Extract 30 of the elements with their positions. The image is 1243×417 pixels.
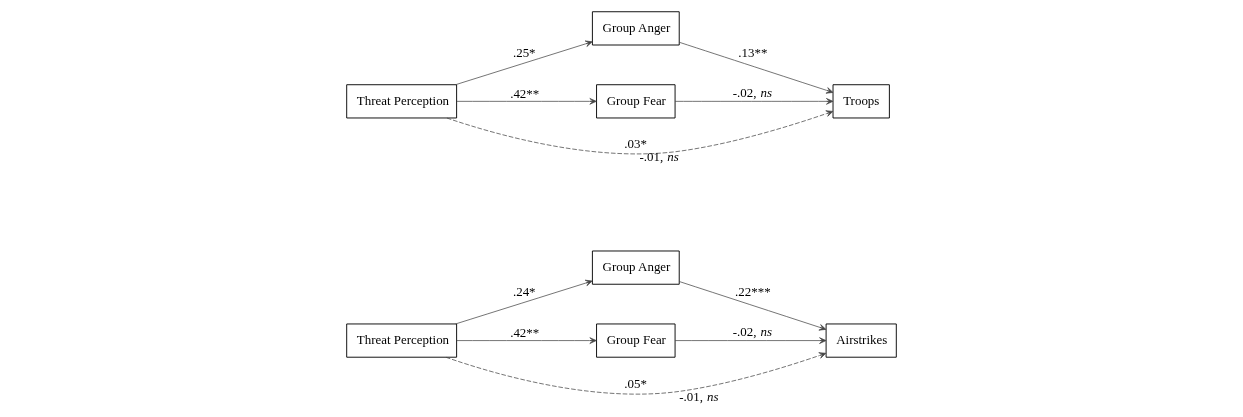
arrow bbox=[678, 281, 827, 331]
node-box: Group Fear bbox=[596, 323, 676, 358]
node-box: Group Fear bbox=[596, 84, 676, 119]
node-box: Threat Perception bbox=[346, 84, 458, 119]
arrow bbox=[456, 98, 597, 105]
arrow bbox=[445, 352, 827, 395]
arrow bbox=[456, 337, 597, 344]
edge-label: .42** bbox=[510, 85, 540, 101]
label: -.01, ns bbox=[679, 388, 719, 404]
arrow bbox=[455, 40, 593, 86]
edge-label: -.02, ns bbox=[732, 84, 773, 100]
label: -.01, ns bbox=[639, 148, 679, 164]
arrow bbox=[674, 98, 834, 105]
node-box: Troops bbox=[832, 84, 890, 119]
edge-label: .42** bbox=[510, 325, 540, 341]
node-box: Airstrikes bbox=[825, 323, 897, 358]
node-box: Group Anger bbox=[591, 11, 680, 46]
edge-label: -.02, ns bbox=[732, 324, 773, 340]
edge-label: .13** bbox=[738, 45, 768, 61]
node-box: Group Anger bbox=[591, 250, 680, 285]
edge-label: .22*** bbox=[735, 284, 771, 300]
node-box: Threat Perception bbox=[346, 323, 458, 358]
arrow bbox=[446, 110, 834, 155]
arrow bbox=[678, 41, 834, 94]
edge-label: .24* bbox=[512, 284, 536, 300]
edge-label: .03* bbox=[624, 135, 647, 151]
arrow bbox=[455, 279, 593, 325]
arrow bbox=[674, 337, 827, 344]
edge-label: .25* bbox=[512, 45, 536, 61]
edge-label: .05* bbox=[624, 375, 647, 391]
